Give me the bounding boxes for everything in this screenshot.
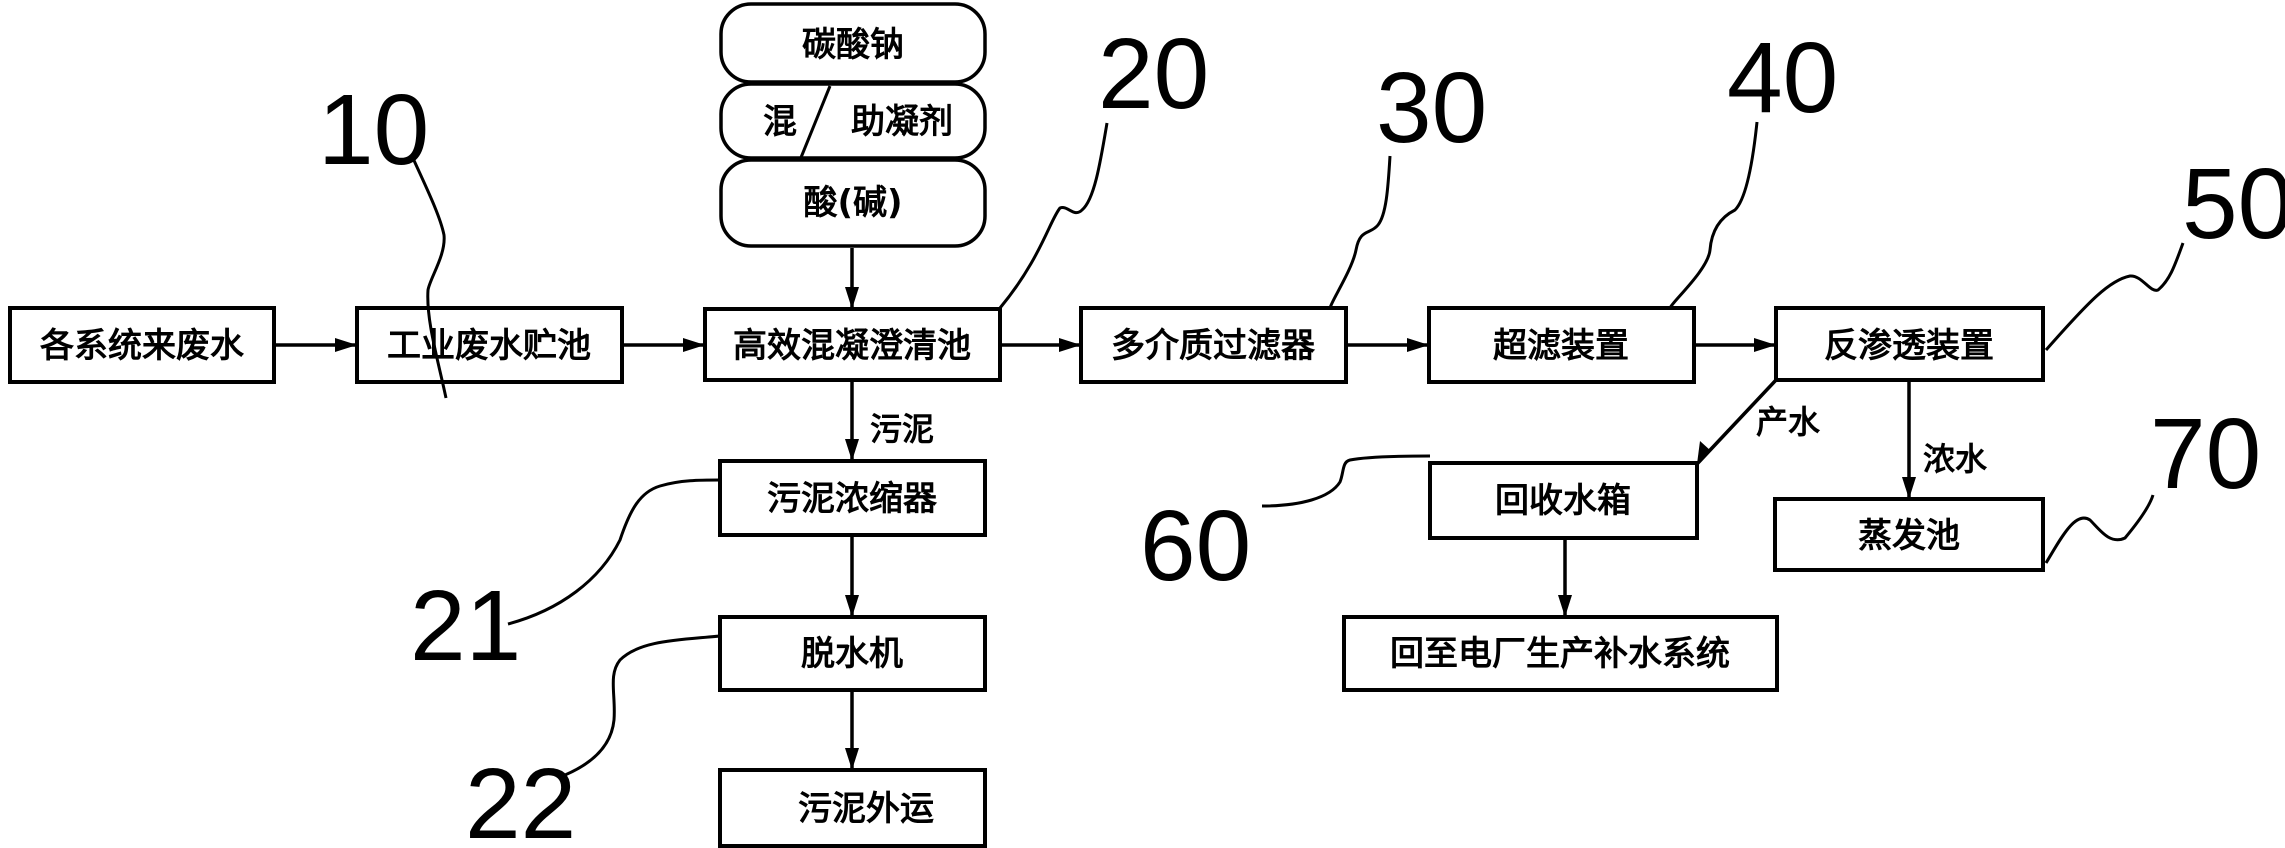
box-clarifier: 高效混凝澄清池 — [703, 307, 1002, 382]
arrowhead-right-icon — [335, 338, 357, 352]
chemical-coagulant-right-label: 助凝剂 — [851, 102, 953, 142]
box-dewatering-machine: 脱水机 — [718, 615, 987, 692]
box-sludge-disposal: 污泥外运 — [718, 768, 987, 848]
box-sludge-thickener: 污泥浓缩器 — [718, 459, 987, 537]
box-reverse-osmosis: 反渗透装置 — [1774, 306, 2045, 382]
ref-numeral-10: 10 — [318, 74, 429, 186]
ref-numeral-20: 20 — [1098, 18, 1209, 130]
arrowhead-down-icon — [845, 748, 859, 770]
arrowhead-diagonal-icon — [1697, 441, 1711, 464]
ref-numeral-22: 22 — [465, 748, 576, 848]
box-clarifier-label: 高效混凝澄清池 — [733, 326, 971, 366]
box-evaporation-pond: 蒸发池 — [1773, 497, 2045, 572]
leader-30 — [1328, 155, 1392, 309]
arrowhead-right-icon — [683, 338, 705, 352]
ref-numeral-30: 30 — [1376, 52, 1487, 164]
flow-label-concentrate: 浓水 — [1923, 440, 1988, 478]
leader-60 — [1261, 454, 1431, 508]
flow-ro-to-recovery — [1695, 378, 1778, 466]
box-return-system: 回至电厂生产补水系统 — [1342, 615, 1779, 692]
arrowhead-down-icon — [845, 439, 859, 461]
box-multimedia-filter: 多介质过滤器 — [1079, 306, 1348, 384]
leader-40 — [1668, 121, 1759, 309]
chemical-acid-base — [719, 158, 987, 248]
box-dewatering-machine-label: 脱水机 — [801, 634, 903, 674]
ref-numeral-40: 40 — [1727, 22, 1838, 134]
arrowhead-right-icon — [1754, 338, 1776, 352]
box-industrial-tank: 工业废水贮池 — [355, 306, 624, 384]
chemical-acid-base-label: 酸(碱) — [803, 183, 902, 223]
ref-numeral-50: 50 — [2182, 148, 2285, 260]
box-reverse-osmosis-label: 反渗透装置 — [1824, 326, 1994, 366]
chemical-sodium-carbonate-label: 碳酸钠 — [802, 25, 904, 65]
flow-labels: 污泥 产水 浓水 — [870, 403, 1988, 478]
box-industrial-tank-label: 工业废水贮池 — [387, 326, 591, 366]
leader-22 — [564, 634, 721, 777]
arrowhead-right-icon — [1407, 338, 1429, 352]
box-recovery-tank: 回收水箱 — [1428, 461, 1699, 540]
arrowhead-down-icon — [845, 595, 859, 617]
arrowhead-right-icon — [1059, 338, 1081, 352]
box-source-wastewater: 各系统来废水 — [8, 306, 276, 384]
flow-lines — [274, 248, 1911, 770]
coagulant-divider-slash — [798, 85, 832, 161]
leader-10 — [410, 155, 448, 399]
ref-numeral-70: 70 — [2150, 398, 2261, 510]
box-ultrafiltration: 超滤装置 — [1427, 306, 1696, 384]
ref-numeral-21: 21 — [410, 570, 521, 682]
chemical-coagulant-left-label: 混 — [763, 102, 797, 142]
box-source-wastewater-label: 各系统来废水 — [40, 326, 245, 366]
flow-label-product-water: 产水 — [1756, 403, 1821, 441]
box-multimedia-filter-label: 多介质过滤器 — [1111, 326, 1316, 366]
box-ultrafiltration-label: 超滤装置 — [1493, 326, 1629, 366]
leader-20 — [998, 122, 1109, 309]
leader-50 — [2044, 242, 2185, 351]
chemical-sodium-carbonate — [719, 2, 987, 84]
arrowheads — [335, 287, 1916, 770]
box-return-system-label: 回至电厂生产补水系统 — [1390, 634, 1730, 674]
process-boxes: 各系统来废水 工业废水贮池 高效混凝澄清池 多介质过滤器 超滤装置 反渗透装置 … — [8, 306, 2045, 848]
box-sludge-thickener-label: 污泥浓缩器 — [767, 479, 938, 519]
leader-lines — [410, 121, 2185, 777]
reference-numerals: 10 20 30 40 50 21 22 60 70 — [318, 18, 2285, 848]
chemical-dosing-stack: 碳酸钠 混 助凝剂 酸(碱) — [719, 2, 987, 248]
box-sludge-disposal-label: 污泥外运 — [798, 789, 934, 829]
box-evaporation-pond-label: 蒸发池 — [1858, 516, 1960, 556]
arrowhead-down-icon — [1558, 595, 1572, 617]
arrowhead-down-icon — [1902, 477, 1916, 499]
leader-70 — [2044, 494, 2155, 564]
box-recovery-tank-label: 回收水箱 — [1495, 481, 1631, 521]
flow-label-sludge: 污泥 — [870, 410, 934, 448]
arrowhead-down-icon — [845, 287, 859, 309]
chemical-coagulant — [719, 82, 987, 160]
leader-21 — [507, 478, 721, 626]
ref-numeral-60: 60 — [1140, 490, 1251, 602]
